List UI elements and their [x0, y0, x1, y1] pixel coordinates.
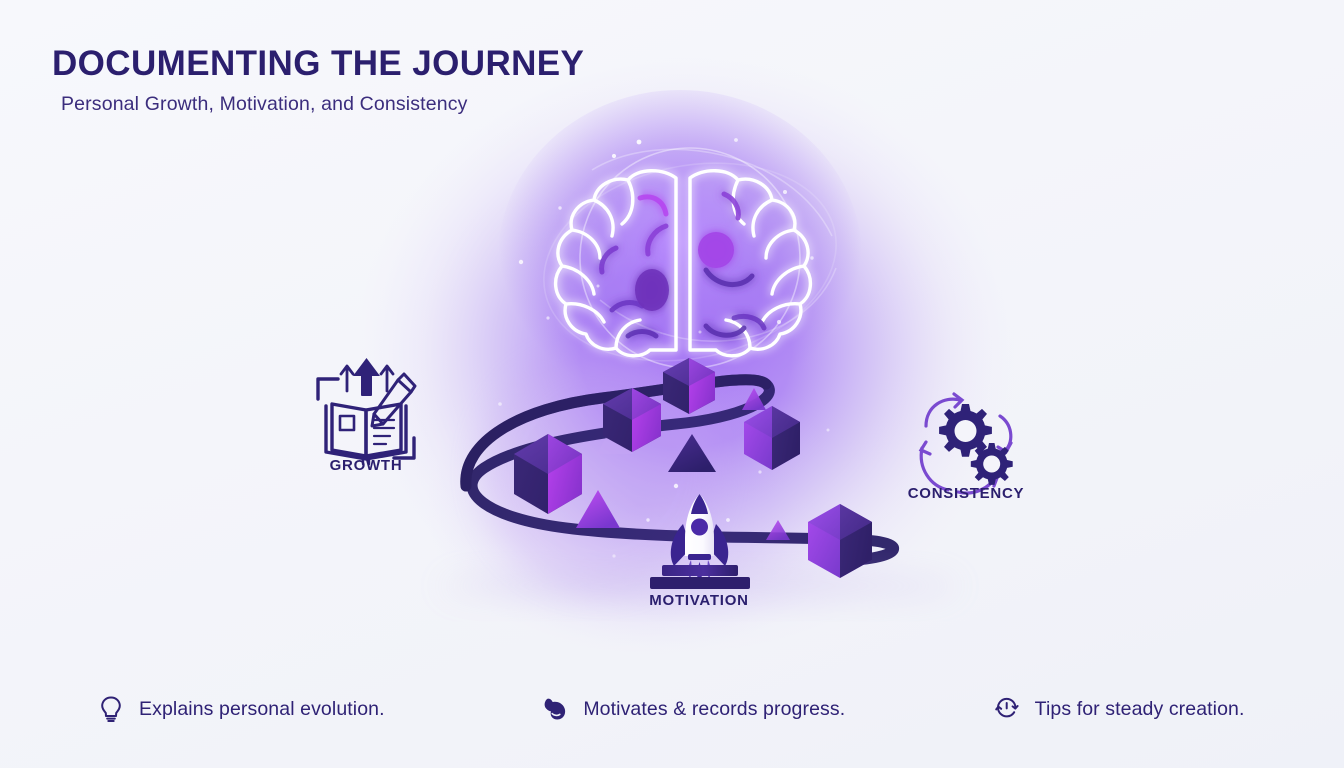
caption-text: Motivates & records progress.	[583, 697, 846, 720]
caption-text: Tips for steady creation.	[1034, 697, 1245, 720]
cube-node	[663, 358, 715, 414]
sparkle-particles	[498, 138, 830, 558]
footer-caption-row: Explains personal evolution. Motivates &…	[0, 694, 1344, 724]
glow-field	[356, 52, 1016, 655]
caption-item: Tips for steady creation.	[893, 694, 1344, 724]
page-title: DOCUMENTING THE JOURNEY	[52, 44, 585, 83]
cube-node	[603, 388, 661, 452]
open-book-pencil-up-arrows-icon	[316, 358, 417, 466]
node-label-consistency: CONSISTENCY	[907, 485, 1025, 502]
caption-item: Motivates & records progress.	[448, 694, 892, 724]
clock-refresh-icon	[994, 697, 1019, 718]
rocket-launch-icon	[650, 494, 750, 589]
path-node-cubes	[514, 358, 872, 578]
flexed-bicep-icon	[544, 698, 566, 720]
caption-text: Explains personal evolution.	[139, 697, 385, 720]
node-label-motivation: MOTIVATION	[649, 592, 749, 609]
page-subtitle: Personal Growth, Motivation, and Consist…	[61, 93, 468, 116]
cube-node	[744, 406, 800, 470]
caption-item: Explains personal evolution.	[0, 694, 448, 724]
glowing-brain-icon	[554, 169, 812, 358]
lightbulb-icon	[101, 696, 121, 722]
cube-node	[514, 434, 582, 514]
node-label-growth: GROWTH	[329, 457, 403, 474]
header: DOCUMENTING THE JOURNEY Personal Growth,…	[52, 44, 585, 116]
cube-node	[808, 504, 872, 578]
two-gears-rotating-arrows-icon	[918, 392, 1013, 495]
